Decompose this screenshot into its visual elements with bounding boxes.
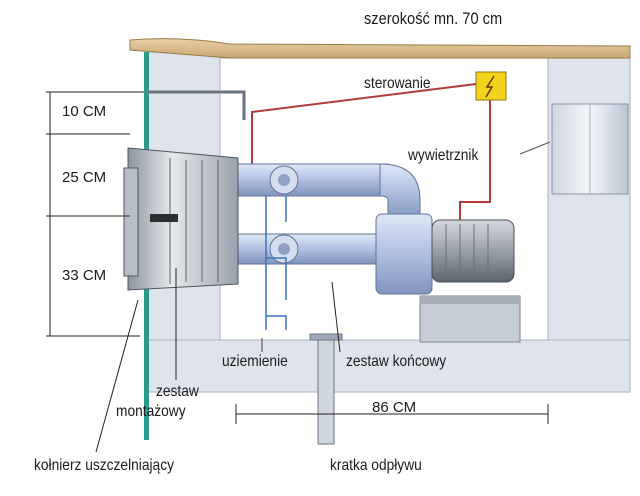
end-set-label: zestaw końcowy — [346, 353, 447, 370]
dimension-line-bottom — [235, 404, 549, 424]
dimension-lines-left — [46, 91, 144, 337]
vent-duct — [519, 103, 629, 195]
drain-grate-label: kratka odpływu — [330, 457, 422, 474]
upper-pipe — [237, 163, 421, 221]
grounding-label: uziemienie — [222, 353, 288, 370]
drain-grate-pipe — [309, 333, 343, 445]
vent-label: wywietrznik — [408, 147, 479, 164]
dim-33cm: 33 CM — [62, 267, 107, 284]
control-wiring — [251, 83, 491, 222]
lower-pipe — [237, 233, 389, 265]
deck-cover — [129, 38, 631, 59]
dim-10cm: 10 CM — [62, 103, 107, 120]
sealing-flange-label: kołnierz uszczelniający — [34, 457, 174, 474]
inlet-fitting — [123, 147, 239, 291]
control-box — [475, 71, 507, 101]
mount-set-label-2: montażowy — [116, 403, 186, 420]
control-label: sterowanie — [364, 75, 431, 92]
dim-25cm: 25 CM — [62, 169, 107, 186]
mount-set-label-1: zestaw — [156, 383, 199, 400]
dim-86cm: 86 CM — [372, 399, 417, 416]
width-label: szerokość mn. 70 cm — [364, 9, 503, 28]
handrail — [148, 90, 246, 120]
pump-motor — [375, 213, 521, 343]
leader-lines — [95, 268, 341, 453]
flow-lines — [265, 196, 287, 330]
